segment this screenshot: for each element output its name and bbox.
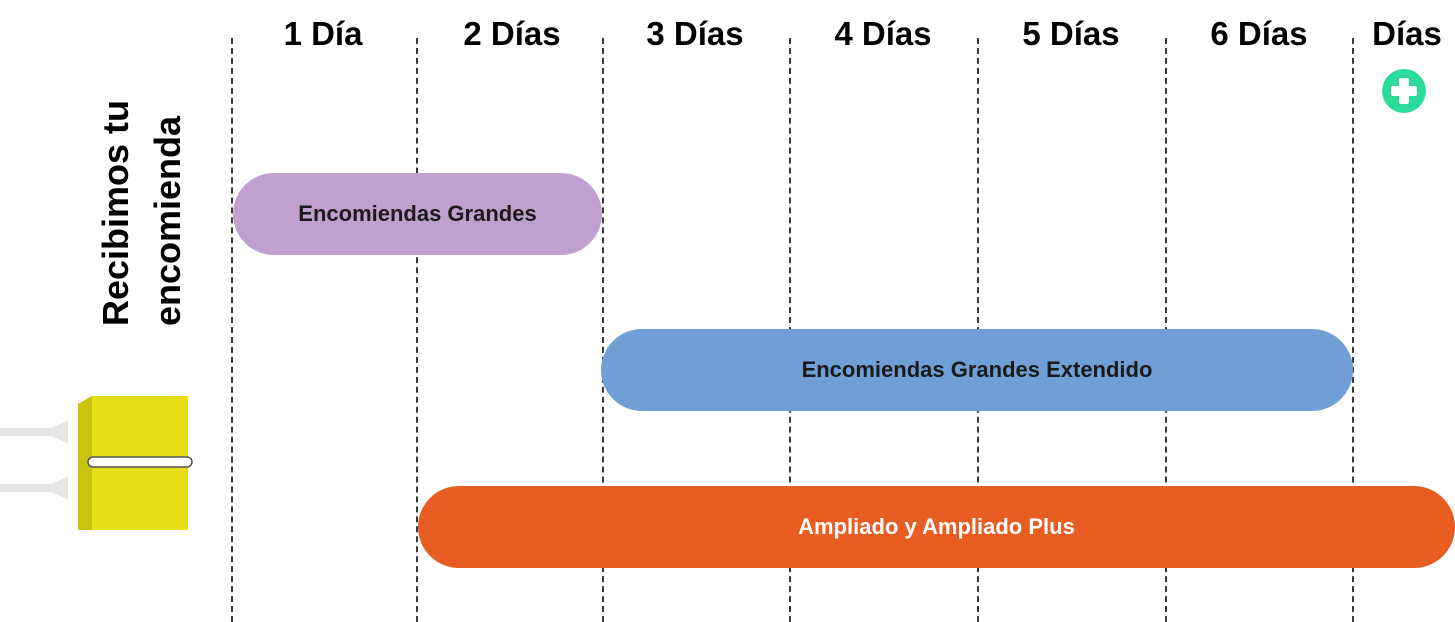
bar-ampliado-plus: Ampliado y Ampliado Plus — [418, 486, 1455, 568]
bar-encomiendas-grandes-extendido: Encomiendas Grandes Extendido — [601, 329, 1353, 411]
gridline — [1352, 38, 1354, 622]
package-box-icon — [0, 396, 193, 530]
gridline — [602, 38, 604, 622]
bar-encomiendas-grandes: Encomiendas Grandes — [233, 173, 602, 255]
bar-label: Encomiendas Grandes Extendido — [801, 357, 1153, 382]
day-label-1: 1 Día — [283, 15, 363, 52]
day-label-4: 4 Días — [834, 15, 932, 52]
side-label-line2: encomienda — [147, 115, 188, 326]
day-label-3: 3 Días — [646, 15, 744, 52]
bar-label: Encomiendas Grandes — [298, 201, 537, 226]
gridline — [416, 38, 418, 622]
side-label-line1: Recibimos tu — [95, 99, 136, 326]
side-label: Recibimos tu encomienda — [90, 100, 194, 326]
day-label-5: 5 Días — [1022, 15, 1120, 52]
gridline — [231, 38, 233, 622]
day-label-6: 6 Días — [1210, 15, 1308, 52]
bar-label: Ampliado y Ampliado Plus — [798, 514, 1075, 539]
plus-circle-icon — [1382, 69, 1426, 113]
day-label-2: 2 Días — [463, 15, 561, 52]
day-label-more: Días — [1372, 15, 1442, 52]
